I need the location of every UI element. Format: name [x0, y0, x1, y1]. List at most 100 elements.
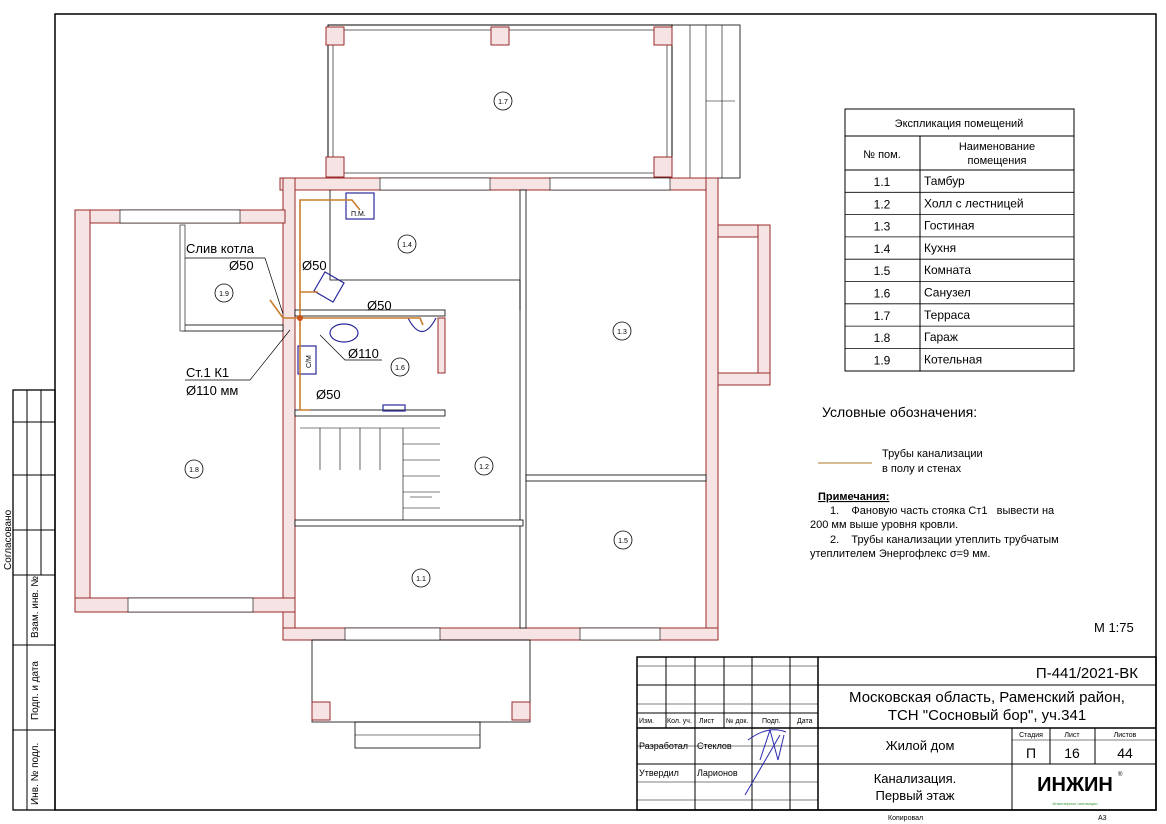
title-block: Изм. Кол. уч. Лист № док. Подп. Дата Раз…: [636, 656, 1157, 822]
tb-address-1: Московская область, Раменский район,: [849, 689, 1125, 706]
room-marker-1.6: 1.6: [390, 357, 410, 377]
tb-sheets: 44: [1117, 745, 1133, 761]
tb-sheet-title-1: Канализация.: [874, 771, 957, 786]
fixtures: [297, 192, 437, 412]
company-logo: ИНЖИН: [1037, 774, 1113, 796]
washbasin-icon: [407, 317, 437, 333]
explication-table: Экспликация помещений № пом. Наименовани…: [844, 108, 1075, 372]
tb-copied: Копировал: [888, 815, 923, 822]
tb-stage: П: [1026, 745, 1036, 761]
pipe-annotations: Слив котла Ø50 Ст.1 К1 Ø110 мм Ø50 Ø50 Ø…: [186, 211, 392, 402]
svg-text:1.2: 1.2: [479, 464, 489, 471]
bath-pipe-dia: Ø50: [316, 387, 341, 402]
explication-row-num: 1.6: [874, 287, 891, 301]
side-stamp-inv-no: Инв. № подл.: [30, 743, 41, 805]
boiler-drain-dia: Ø50: [229, 258, 254, 273]
dishwasher-label: П.М.: [351, 211, 366, 218]
tb-hdr-izm: Изм.: [639, 718, 654, 725]
explication-row-num: 1.8: [874, 331, 891, 345]
side-stamp: Согласовано Взам. инв. № Подп. и дата Ин…: [3, 389, 56, 811]
kitchen-pipe-dia: Ø50: [302, 258, 327, 273]
tb-approved-label: Утвердил: [639, 768, 679, 778]
sewer-pipes: [269, 199, 424, 411]
tb-code: П-441/2021-ВК: [1036, 665, 1138, 682]
legend-title: Условные обозначения:: [822, 404, 977, 420]
legend-item-line1: Трубы канализации: [882, 448, 983, 460]
room-markers: 1.7 1.4 1.9 1.6 1.3 1.2 1.8 1.5 1.1: [184, 91, 633, 588]
room-marker-1.3: 1.3: [612, 321, 632, 341]
tb-address-2: ТСН "Сосновый бор", уч.341: [888, 707, 1086, 724]
explication-col-name-2: помещения: [968, 155, 1027, 167]
svg-text:1.6: 1.6: [395, 365, 405, 372]
room-marker-1.2: 1.2: [474, 456, 494, 476]
svg-text:1.8: 1.8: [189, 467, 199, 474]
tb-stage-label: Стадия: [1019, 732, 1043, 739]
toilet-pipe-dia: Ø110: [348, 346, 379, 361]
toilet-icon: [329, 323, 359, 343]
svg-text:1.7: 1.7: [498, 99, 508, 106]
explication-row-num: 1.5: [874, 264, 891, 278]
sink-icon: [313, 271, 345, 303]
room-marker-1.5: 1.5: [613, 530, 633, 550]
tb-hdr-sign: Подп.: [762, 718, 781, 725]
room-marker-1.4: 1.4: [397, 234, 417, 254]
explication-row-num: 1.7: [874, 309, 891, 323]
side-stamp-replaces: Взам. инв. №: [30, 576, 41, 638]
explication-row-name: Котельная: [924, 352, 982, 366]
riser-label: Ст.1 К1: [186, 365, 229, 380]
explication-row-name: Санузел: [924, 286, 971, 300]
walls: [74, 177, 771, 749]
explication-row-name: Терраса: [924, 308, 970, 322]
tb-hdr-list: Лист: [699, 718, 715, 725]
explication-row-name: Холл с лестницей: [924, 196, 1024, 210]
registered-icon: ®: [1118, 771, 1123, 778]
explication-col-num: № пом.: [863, 149, 901, 161]
notes-title: Примечания:: [818, 491, 889, 503]
svg-text:1.5: 1.5: [618, 538, 628, 545]
room-marker-1.9: 1.9: [214, 283, 234, 303]
explication-row-num: 1.3: [874, 220, 891, 234]
tb-developed-name: Стеклов: [697, 741, 732, 751]
side-stamp-sign-date: Подп. и дата: [30, 661, 41, 720]
explication-row-num: 1.2: [874, 197, 891, 211]
explication-row-num: 1.1: [874, 175, 891, 189]
washing-machine-icon: [297, 345, 317, 375]
tb-format: А3: [1098, 815, 1107, 822]
note-2b: утеплителем Энергофлекс σ=9 мм.: [810, 548, 990, 560]
riser-dia: Ø110 мм: [186, 383, 238, 398]
explication-row-name: Гостиная: [924, 219, 974, 233]
terrace: [325, 24, 741, 179]
tb-approved-name: Ларионов: [697, 768, 738, 778]
tb-sheets-label: Листов: [1114, 732, 1137, 739]
svg-text:1.4: 1.4: [402, 242, 412, 249]
side-stamp-agreed: Согласовано: [3, 509, 14, 570]
explication-row-name: Комната: [924, 263, 971, 277]
company-logo-sub: Инженерные инновации: [1052, 801, 1097, 806]
tb-object: Жилой дом: [886, 738, 955, 753]
explication-row-name: Тамбур: [924, 174, 965, 188]
room-marker-1.1: 1.1: [411, 568, 431, 588]
notes: Примечания: 1. Фановую часть стояка Ст1 …: [810, 491, 1059, 560]
tb-sheet-label: Лист: [1064, 732, 1080, 739]
tb-hdr-date: Дата: [797, 718, 813, 725]
tb-sheet: 16: [1064, 745, 1080, 761]
legend-item-line2: в полу и стенах: [882, 463, 962, 475]
boiler-drain-label: Слив котла: [186, 241, 255, 256]
room-marker-1.8: 1.8: [184, 459, 204, 479]
legend: Условные обозначения: Трубы канализации …: [818, 404, 983, 475]
signature: [744, 728, 787, 796]
explication-row-name: Кухня: [924, 241, 956, 255]
explication-row-num: 1.9: [874, 353, 891, 367]
scale-label: М 1:75: [1094, 620, 1134, 635]
svg-text:1.3: 1.3: [617, 329, 627, 336]
explication-row-num: 1.4: [874, 242, 891, 256]
tb-hdr-doc: № док.: [726, 718, 748, 725]
explication-col-name: Наименование: [959, 141, 1035, 153]
explication-row-name: Гараж: [924, 330, 958, 344]
shower-drain-icon: [382, 404, 406, 412]
sink-pipe-dia: Ø50: [367, 298, 392, 313]
tb-developed-label: Разработал: [639, 741, 688, 751]
explication-title: Экспликация помещений: [895, 118, 1024, 130]
